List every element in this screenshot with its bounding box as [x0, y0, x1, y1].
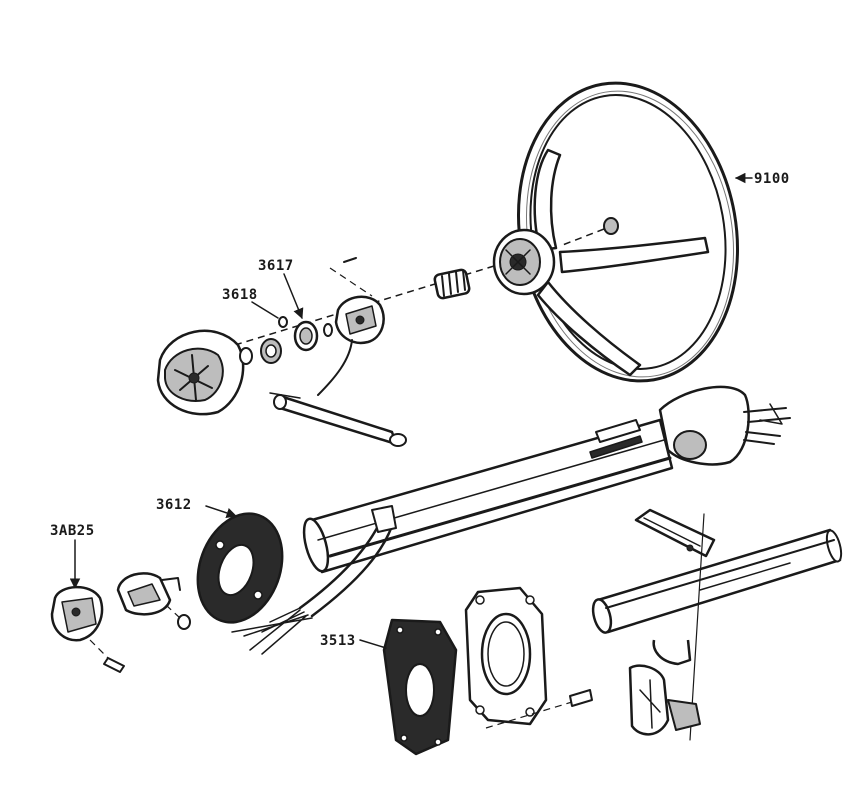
part-3ab25: 3AB25 [50, 523, 191, 673]
part-3612: 3612 [156, 497, 284, 624]
part-3513: 3513 [320, 618, 458, 756]
callout-3513-label: 3513 [320, 633, 356, 649]
callout-3618-label: 3618 [222, 287, 258, 303]
callout-3612-label: 3612 [156, 497, 192, 513]
callout-9100-label: 9100 [754, 171, 790, 187]
turn-signal-switch [269, 257, 407, 447]
callout-9100: 9100 [734, 171, 790, 187]
part-3617: 3617 [258, 258, 333, 352]
steering-column-jacket [231, 385, 791, 655]
lower-column-tube [591, 508, 843, 741]
horn-cap [156, 329, 245, 416]
retainer-pieces [239, 338, 282, 365]
callout-3ab25-label: 3AB25 [50, 523, 95, 539]
steering-wheel [492, 81, 740, 383]
coil-spring [433, 268, 471, 300]
part-3618: 3618 [222, 287, 288, 328]
callout-3617-label: 3617 [258, 258, 294, 274]
mounting-flange [464, 586, 593, 729]
